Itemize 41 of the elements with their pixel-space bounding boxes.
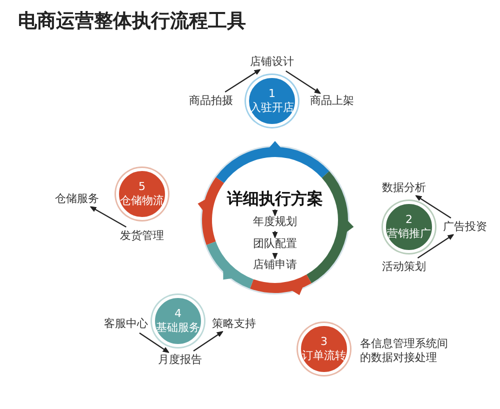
plan-step: 年度规划 [253,215,297,229]
arrow [90,206,126,228]
task-label: 商品拍摄 [189,94,233,108]
step-note: 各信息管理系统间的数据对接处理 [360,337,448,365]
arrow [272,210,278,216]
task-label: 活动策划 [382,260,426,274]
step-number: 1 [268,87,276,101]
step-number: 2 [406,213,412,227]
arrow [417,234,454,258]
task-label: 广告投资 [443,220,487,234]
task-label: 数据分析 [382,181,426,195]
step-circle [383,201,435,253]
arrow [272,231,278,238]
task-label: 仓储服务 [55,192,99,206]
step-circle [152,295,204,347]
arrow [139,332,170,353]
arrow [415,195,452,218]
step-label: 营销推广 [387,227,431,241]
step-circle [246,75,298,127]
arrow [224,69,261,92]
step-circle [298,323,350,375]
task-label: 店铺设计 [250,55,294,69]
step-circle [116,168,168,220]
plan-step: 团队配置 [253,237,297,251]
step-label: 订单流转 [302,349,346,363]
plan-heading: 详细执行方案 [227,188,323,208]
arrow [193,331,224,352]
task-label: 客服中心 [104,317,148,331]
step-label: 仓储物流 [120,194,164,208]
arrow [286,70,321,94]
plan-step: 店铺申请 [253,258,297,272]
step-number: 4 [174,307,182,321]
task-label: 月度报告 [158,353,202,367]
arrow [272,252,278,260]
step-number: 5 [138,180,146,194]
step-label: 基础服务 [156,321,200,335]
task-label: 发货管理 [120,229,164,243]
task-label: 商品上架 [310,94,354,108]
step-number: 3 [320,335,328,349]
task-label: 策略支持 [212,317,256,331]
diagram-title: 电商运营整体执行流程工具 [18,9,246,34]
